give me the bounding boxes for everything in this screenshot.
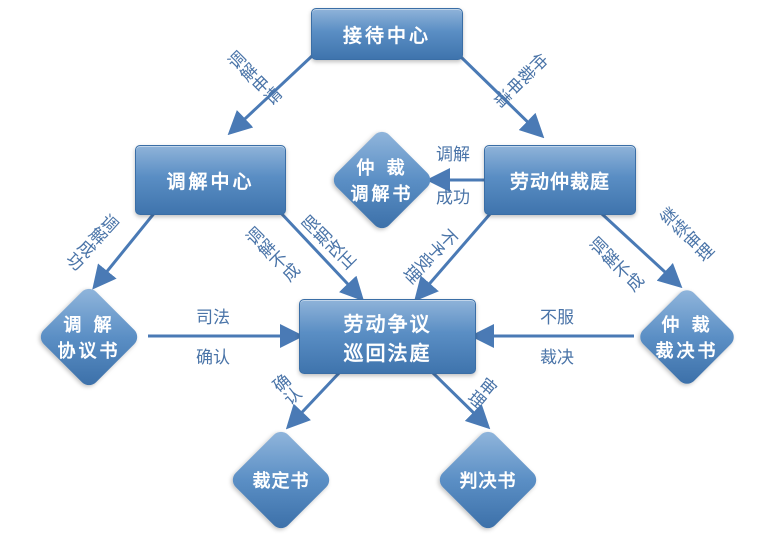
node-ruling-label: 裁定书 — [252, 471, 310, 492]
label-judicial-line1: 司法 — [196, 308, 230, 328]
arrow-reception-to-mediation — [227, 54, 314, 136]
arrow-arbitration-to-award — [600, 212, 683, 289]
arrow-mediation-to-circuit — [278, 210, 365, 302]
node-circuit-court-line1: 劳动争议 — [343, 311, 432, 336]
node-mediation-agreement-line1: 调 解 — [63, 315, 115, 336]
node-arb-mediation-line1: 仲 裁 — [356, 158, 408, 179]
node-mediation-agreement-line2: 协议书 — [57, 341, 121, 362]
label-not-accept-line1: 不服 — [540, 308, 574, 328]
node-arb-mediation-line2: 调解书 — [350, 184, 414, 205]
node-reception-label: 接待中心 — [342, 24, 431, 47]
node-circuit-court: 劳动争议 巡回法庭 — [299, 299, 476, 374]
node-judgment-label: 判决书 — [459, 471, 517, 492]
node-mediation-agreement: 调 解 协议书 — [34, 282, 144, 392]
node-arbitration-court: 劳动仲裁庭 — [484, 145, 636, 215]
label-judicial-line2: 确认 — [196, 348, 230, 368]
arrow-mediation-to-agreement — [92, 205, 162, 290]
node-arb-award-line2: 裁决书 — [655, 341, 719, 362]
label-mediation-success-bottom: 成功 — [436, 188, 470, 208]
arrow-circuit-to-judgment — [430, 370, 491, 430]
arrow-circuit-to-ruling — [285, 370, 342, 430]
arrow-arbitration-to-circuit — [414, 213, 492, 302]
node-reception-center: 接待中心 — [311, 8, 463, 60]
arrow-reception-to-arbitration — [458, 54, 545, 139]
node-arbitration-court-label: 劳动仲裁庭 — [509, 170, 610, 193]
label-mediation-success-top: 调解 — [436, 145, 470, 165]
node-judgment: 判决书 — [433, 424, 543, 536]
node-circuit-court-line2: 巡回法庭 — [343, 340, 432, 365]
node-arbitration-mediation-doc: 仲 裁 调解书 — [329, 124, 435, 236]
node-arb-award-line1: 仲 裁 — [661, 315, 713, 336]
node-arbitration-award: 仲 裁 裁决书 — [634, 284, 740, 390]
node-ruling: 裁定书 — [226, 424, 336, 536]
node-mediation-center: 调解中心 — [135, 145, 286, 215]
label-not-accept-line2: 裁决 — [540, 348, 574, 368]
node-mediation-center-label: 调解中心 — [166, 170, 255, 193]
